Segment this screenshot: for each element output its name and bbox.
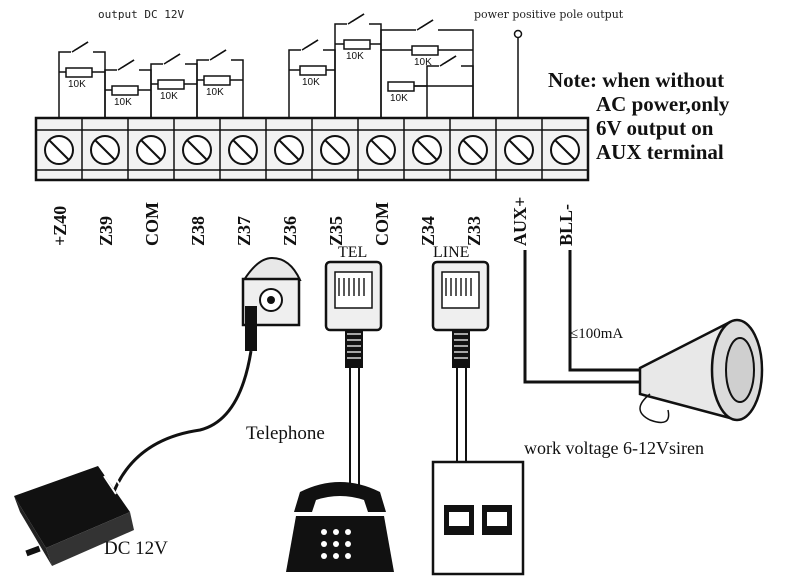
- terminal-screw-icon: [458, 135, 488, 165]
- terminal-screw-icon: [412, 135, 442, 165]
- resistor-icon: [65, 67, 93, 78]
- terminal-label: COM: [142, 202, 162, 246]
- resistor-icon: [343, 39, 371, 50]
- line-label: LINE: [433, 244, 470, 261]
- terminal-screw-icon: [274, 135, 304, 165]
- terminal-screw-icon: [182, 135, 212, 165]
- resistor-label: 10K: [346, 51, 364, 62]
- power-positive-lead: [513, 29, 523, 118]
- note-line-2: AC power,only: [596, 92, 730, 116]
- telephone-label: Telephone: [246, 423, 325, 444]
- resistor-icon: [157, 79, 185, 90]
- terminal-screw-icon: [44, 135, 74, 165]
- dc-adapter-icon: [14, 466, 134, 566]
- note-line-4: AUX terminal: [596, 140, 724, 164]
- terminal-screw-icon: [90, 135, 120, 165]
- resistor-icon: [299, 65, 327, 76]
- terminal-screw-icon: [320, 135, 350, 165]
- terminal-block: [34, 116, 590, 182]
- resistor-icon: [387, 81, 415, 92]
- resistor-icon: [203, 75, 231, 86]
- note-block: Note: when without AC power,only 6V outp…: [548, 68, 793, 164]
- resistor-network: [58, 13, 474, 118]
- terminal-screw-icon: [228, 135, 258, 165]
- terminal-label: Z39: [96, 215, 116, 246]
- terminal-screw-icon: [366, 135, 396, 165]
- terminal-label: Z34: [418, 215, 438, 246]
- resistor-label: 10K: [68, 79, 86, 90]
- tel-port-icon: [324, 260, 383, 490]
- output-dc-label: output DC 12V: [98, 8, 185, 21]
- resistor-label: 10K: [414, 57, 432, 68]
- dc-cord: [108, 350, 253, 503]
- terminal-label: BLL-: [556, 203, 576, 246]
- resistor-icon: [411, 45, 439, 56]
- dc-label: DC 12V: [104, 538, 168, 559]
- terminal-label: Z37: [234, 215, 254, 246]
- resistor-switch-loop: [334, 13, 382, 118]
- note-line-1: Note: when without: [548, 68, 725, 92]
- dc-jack-icon: [241, 256, 302, 351]
- wall-jack-icon: [431, 460, 525, 576]
- resistor-icon: [111, 85, 139, 96]
- terminal-screw-icon: [136, 135, 166, 165]
- power-positive-label: power positive pole output: [474, 8, 624, 21]
- terminal-label: Z38: [188, 215, 208, 246]
- terminal-label: COM: [372, 202, 392, 246]
- resistor-label: 10K: [114, 97, 132, 108]
- siren-label: work voltage 6-12Vsiren: [524, 438, 704, 458]
- resistor-label: 10K: [302, 77, 320, 88]
- resistor-switch-loop: [196, 49, 244, 118]
- terminal-label: Z33: [464, 215, 484, 246]
- line-port-icon: [431, 260, 490, 462]
- note-line-3: 6V output on: [596, 116, 714, 140]
- terminal-label: +Z40: [50, 205, 70, 246]
- resistor-label: 10K: [206, 87, 224, 98]
- siren-icon: [638, 318, 764, 424]
- terminal-label: Z35: [326, 215, 346, 246]
- resistor-switch-loop: [104, 59, 152, 118]
- resistor-switch-loop: [387, 55, 474, 118]
- resistor-label: 10K: [390, 93, 408, 104]
- resistor-switch-loop: [150, 53, 198, 118]
- tel-label: TEL: [338, 244, 368, 261]
- terminal-screw-icon: [550, 135, 580, 165]
- siren-wires: [523, 250, 655, 384]
- terminal-screw-icon: [504, 135, 534, 165]
- terminal-label: Z36: [280, 215, 300, 246]
- telephone-icon: [286, 482, 394, 572]
- terminal-label: AUX+: [510, 196, 530, 246]
- current-label: ≤100mA: [570, 326, 624, 342]
- resistor-label: 10K: [160, 91, 178, 102]
